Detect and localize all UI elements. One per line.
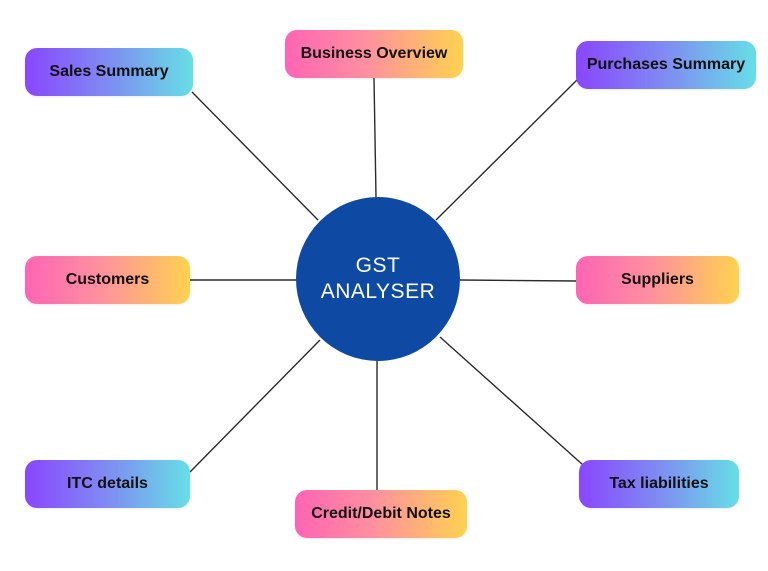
connector-sales-summary xyxy=(191,91,319,221)
connector-itc-details xyxy=(189,339,321,473)
gst-analyser-hub: GST ANALYSER xyxy=(296,197,460,361)
node-label: Suppliers xyxy=(621,271,694,288)
node-label: Business Overview xyxy=(300,45,448,62)
node-sales-summary: Sales Summary xyxy=(25,48,193,96)
connector-business-overview xyxy=(373,77,377,198)
node-tax-liabilities: Tax liabilities xyxy=(579,460,739,508)
node-itc-details: ITC details xyxy=(25,460,190,508)
connector-tax-liabilities xyxy=(439,336,584,466)
node-label: Sales Summary xyxy=(49,63,169,80)
connector-suppliers xyxy=(459,279,577,282)
node-purchases-summary: Purchases Summary xyxy=(576,41,756,89)
hub-label: GST ANALYSER xyxy=(320,253,436,303)
node-label: Customers xyxy=(65,271,150,288)
node-business-overview: Business Overview xyxy=(285,30,463,78)
node-label: Purchases Summary xyxy=(586,56,746,73)
connector-purchases-summary xyxy=(435,78,579,221)
node-label: Credit/Debit Notes xyxy=(311,505,451,522)
node-customers: Customers xyxy=(25,256,190,304)
node-label: ITC details xyxy=(67,475,148,492)
node-label: Tax liabilities xyxy=(609,475,709,492)
node-suppliers: Suppliers xyxy=(576,256,739,304)
node-credit-debit-notes: Credit/Debit Notes xyxy=(295,490,467,538)
